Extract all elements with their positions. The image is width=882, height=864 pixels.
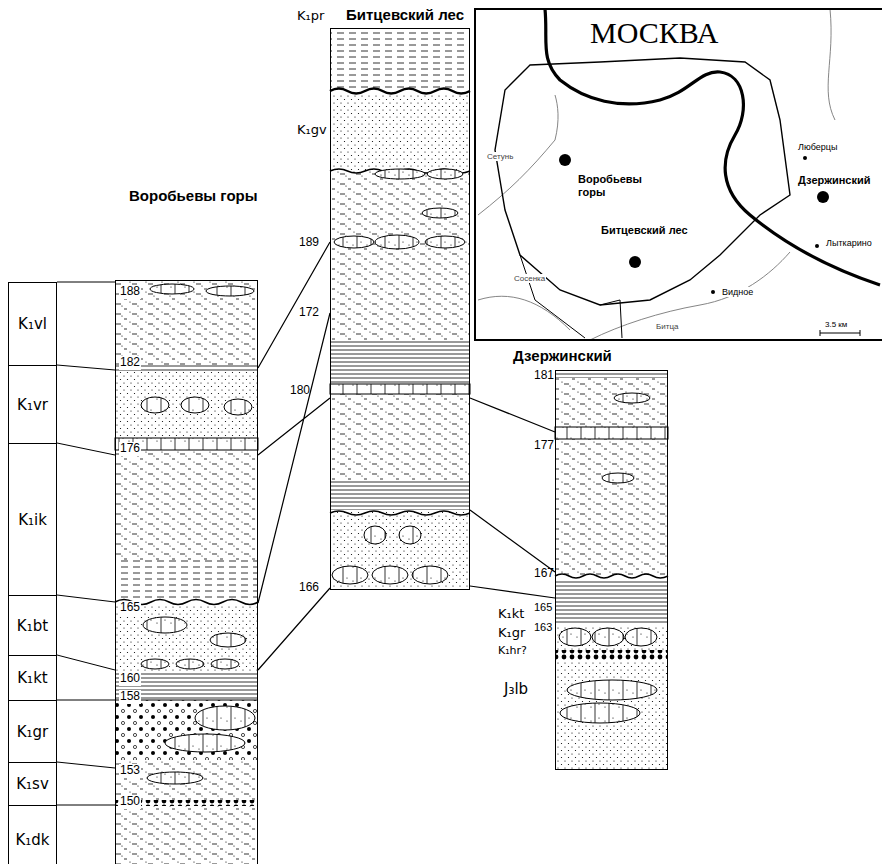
column-title: Дзержинский — [513, 347, 612, 364]
formation-index: K₁kt — [17, 669, 47, 687]
depth-number: 153 — [119, 764, 141, 778]
depth-number: 181 — [534, 369, 554, 383]
depth-number: 189 — [299, 236, 319, 250]
formation-cell: K₁bt — [8, 595, 57, 656]
column-title: Битцевский лес — [346, 6, 464, 23]
formation-index: K₁vr — [17, 396, 48, 414]
section-column: Битцевский лесK₁prK₁gv189180172166 — [330, 28, 470, 590]
place-name: Воробьевы горы — [577, 173, 649, 198]
formation-index: K₁sv — [16, 775, 49, 793]
section-column: Воробьевы горы188182176165160158153150 — [115, 280, 258, 864]
formation-index: K₁hr? — [498, 645, 527, 658]
river-name: Сетунь — [486, 152, 514, 161]
depth-number: 188 — [119, 285, 141, 299]
formation-cell: K₁gr — [8, 700, 57, 763]
map-title: МОСКВА — [590, 16, 719, 51]
depth-number: 166 — [299, 581, 319, 595]
formation-cell: K₁sv — [8, 762, 57, 806]
depth-number: 182 — [119, 356, 141, 370]
formation-index: K₁bt — [17, 617, 48, 635]
formation-cell: K₁vr — [8, 365, 57, 444]
formation-index: J₃lb — [504, 681, 528, 698]
depth-number: 150 — [119, 795, 141, 809]
depth-number: 172 — [299, 306, 319, 320]
scale-label: 3.5 км — [824, 320, 848, 329]
location-map: МОСКВА Воробьевы горыБитцевский лес Дзержи… — [474, 8, 882, 341]
depth-number: 160 — [119, 672, 141, 686]
formation-index: K₁kt — [498, 607, 524, 622]
depth-number: 158 — [119, 690, 141, 704]
formation-cell: K₁ik — [8, 443, 57, 596]
depth-number: 167 — [534, 567, 554, 581]
depth-number: 165 — [119, 601, 141, 615]
formation-index: K₁vl — [18, 315, 47, 333]
river-name: Битца — [655, 322, 679, 331]
formation-cell: K₁kt — [8, 655, 57, 701]
depth-number: 177 — [534, 439, 554, 453]
depth-number: 176 — [119, 442, 141, 456]
formation-index: K₁gr — [17, 723, 49, 741]
formation-index: K₁dk — [15, 831, 49, 849]
formation-index: K₁gv — [297, 123, 327, 138]
depth-number: 165 — [534, 601, 552, 614]
formation-index: K₁gr — [498, 626, 525, 641]
place-name: Люберцы — [797, 142, 838, 152]
formation-index: K₁pr — [297, 9, 324, 24]
formation-cell: K₁vl — [8, 282, 57, 366]
depth-number: 163 — [534, 621, 552, 634]
formation-cell: K₁dk — [8, 805, 57, 864]
place-name: Дзержинский — [797, 174, 871, 187]
section-column: Дзержинский181177167K₁kt165K₁gr163K₁hr?J… — [555, 370, 668, 770]
place-name: Лыткарино — [825, 238, 873, 248]
river-name: Сосенка — [513, 274, 546, 283]
depth-number: 180 — [290, 384, 310, 398]
column-title: Воробьевы горы — [129, 187, 258, 204]
formation-index: K₁ik — [18, 511, 47, 529]
place-name: Видное — [721, 287, 754, 297]
place-name: Битцевский лес — [600, 224, 689, 237]
